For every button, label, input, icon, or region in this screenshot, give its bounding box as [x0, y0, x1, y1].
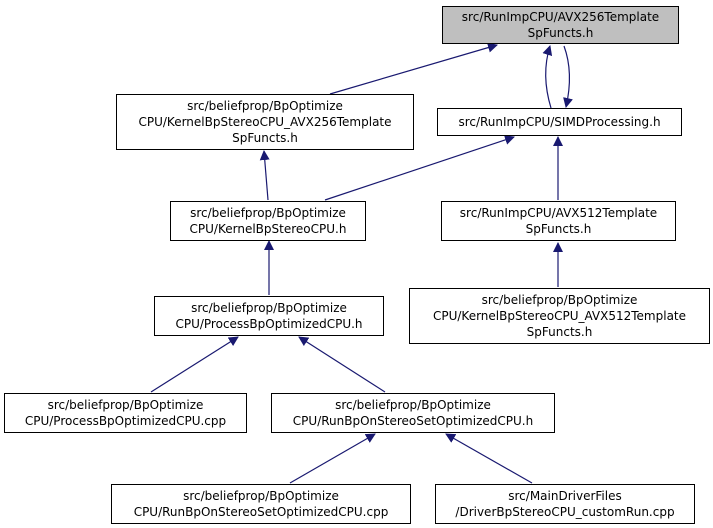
edge-kernel-cpu-to-kernel-avx256	[259, 150, 270, 201]
node-avx256-template-spfuncts: src/RunImpCPU/AVX256Template SpFuncts.h	[442, 6, 679, 44]
node-process-bp-optimized-cpu-cpp[interactable]: src/beliefprop/BpOptimize CPU/ProcessBpO…	[4, 393, 247, 433]
edge-kernel-avx256-to-avx256-funcs	[329, 42, 498, 95]
edge-simd-to-avx256-funcs	[542, 45, 553, 109]
edge-process-bp-cpp-to-process-bp-h	[150, 336, 239, 393]
node-simd-processing[interactable]: src/RunImpCPU/SIMDProcessing.h	[437, 108, 682, 136]
edge-driver-to-run-bp-h	[445, 433, 533, 484]
edge-avx256-funcs-to-simd	[563, 45, 573, 108]
node-kernel-avx256-template-spfuncts[interactable]: src/beliefprop/BpOptimize CPU/KernelBpSt…	[116, 94, 414, 150]
node-avx512-template-spfuncts[interactable]: src/RunImpCPU/AVX512Template SpFuncts.h	[441, 201, 676, 241]
node-run-bp-on-stereo-set-optimized-cpu-cpp[interactable]: src/beliefprop/BpOptimize CPU/RunBpOnSte…	[111, 484, 411, 524]
node-run-bp-on-stereo-set-optimized-cpu-h[interactable]: src/beliefprop/BpOptimize CPU/RunBpOnSte…	[271, 393, 555, 433]
node-process-bp-optimized-cpu-h[interactable]: src/beliefprop/BpOptimize CPU/ProcessBpO…	[154, 296, 384, 336]
node-kernel-avx512-template-spfuncts[interactable]: src/beliefprop/BpOptimize CPU/KernelBpSt…	[409, 288, 710, 344]
node-kernel-bp-stereo-cpu[interactable]: src/beliefprop/BpOptimize CPU/KernelBpSt…	[170, 201, 366, 241]
edge-run-bp-cpp-to-run-bp-h	[289, 433, 376, 484]
edge-kernel-cpu-to-simd	[324, 135, 515, 201]
edge-run-bp-h-to-process-bp-h	[298, 336, 386, 393]
node-driver-bp-stereo-cpu-custom-run-cpp[interactable]: src/MainDriverFiles /DriverBpStereoCPU_c…	[435, 484, 695, 524]
